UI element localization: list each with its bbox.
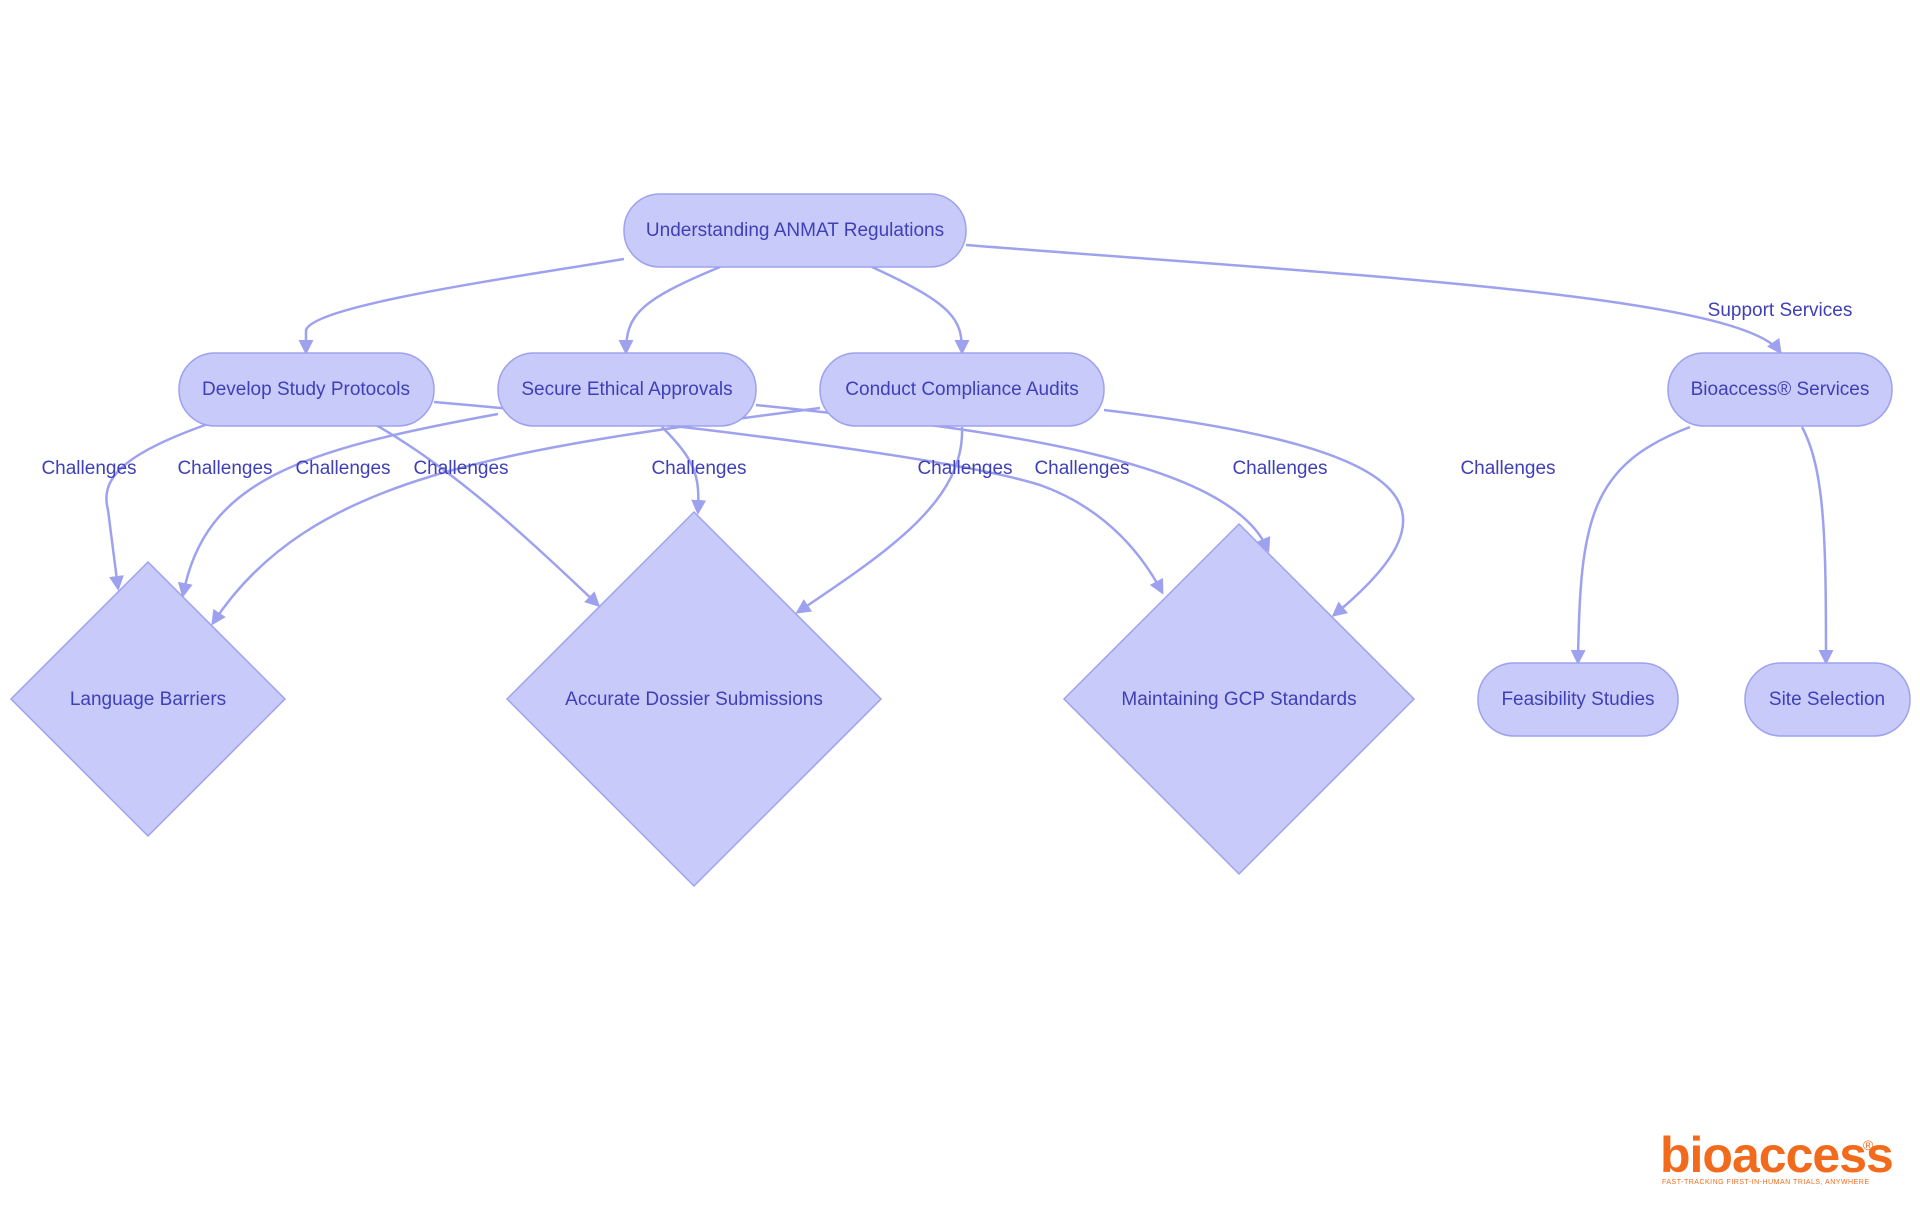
edge-ethics-dossier (661, 426, 707, 515)
node-ethics: Secure Ethical Approvals (497, 352, 757, 427)
edge-label-challenges: Challenges (1034, 458, 1129, 479)
edge-label-challenges: Challenges (1460, 458, 1555, 479)
node-audits: Conduct Compliance Audits (819, 352, 1105, 427)
node-site-label: Site Selection (1769, 689, 1885, 710)
edge-root-services (965, 243, 1782, 355)
edge-protocols-dossier (375, 423, 601, 608)
edge-root-ethics (618, 265, 721, 355)
node-protocols-label: Develop Study Protocols (202, 379, 410, 400)
node-feasibility: Feasibility Studies (1477, 662, 1679, 737)
edge-label-challenges: Challenges (177, 458, 272, 479)
node-protocols: Develop Study Protocols (178, 352, 435, 427)
edge-label-challenges: Challenges (651, 458, 746, 479)
node-services: Bioaccess® Services (1667, 352, 1893, 427)
edges (105, 243, 1834, 665)
edge-ethics-language (177, 412, 499, 598)
bioaccess-logo: bioaccess ® FAST-TRACKING FIRST-IN-HUMAN… (1660, 1127, 1894, 1186)
edge-services-feasibility (1570, 425, 1691, 665)
edge-protocols-gcp (433, 400, 1164, 595)
node-root-label: Understanding ANMAT Regulations (646, 220, 944, 241)
node-gcp-label: Maintaining GCP Standards (1121, 689, 1356, 710)
node-services-label: Bioaccess® Services (1691, 379, 1870, 400)
edge-audits-gcp (1103, 408, 1405, 617)
node-language-label: Language Barriers (70, 689, 226, 710)
edge-label-challenges: Challenges (41, 458, 136, 479)
edge-label-challenges: Challenges (295, 458, 390, 479)
logo-tagline: FAST-TRACKING FIRST-IN-HUMAN TRIALS, ANY… (1662, 1179, 1870, 1186)
edge-root-protocols (298, 257, 625, 355)
edge-label-support: Support Services (1708, 300, 1853, 321)
node-language: Language Barriers (9, 560, 287, 838)
node-root: Understanding ANMAT Regulations (623, 193, 967, 268)
edge-root-audits (871, 265, 970, 355)
logo-wordmark: bioaccess (1660, 1127, 1893, 1183)
edge-labels: Support Services Challenges Challenges C… (41, 300, 1852, 479)
logo-registered-mark: ® (1863, 1137, 1874, 1153)
node-site: Site Selection (1744, 662, 1911, 737)
node-dossier: Accurate Dossier Submissions (505, 510, 883, 888)
node-gcp: Maintaining GCP Standards (1062, 522, 1416, 876)
edge-label-challenges: Challenges (1232, 458, 1327, 479)
edge-protocols-language (105, 422, 209, 591)
node-dossier-label: Accurate Dossier Submissions (565, 689, 823, 710)
edge-label-challenges: Challenges (413, 458, 508, 479)
edge-audits-dossier (795, 426, 964, 614)
edge-services-site (1800, 426, 1834, 665)
edge-label-challenges: Challenges (917, 458, 1012, 479)
node-feasibility-label: Feasibility Studies (1501, 689, 1654, 710)
node-audits-label: Conduct Compliance Audits (845, 379, 1078, 400)
node-ethics-label: Secure Ethical Approvals (521, 379, 732, 400)
